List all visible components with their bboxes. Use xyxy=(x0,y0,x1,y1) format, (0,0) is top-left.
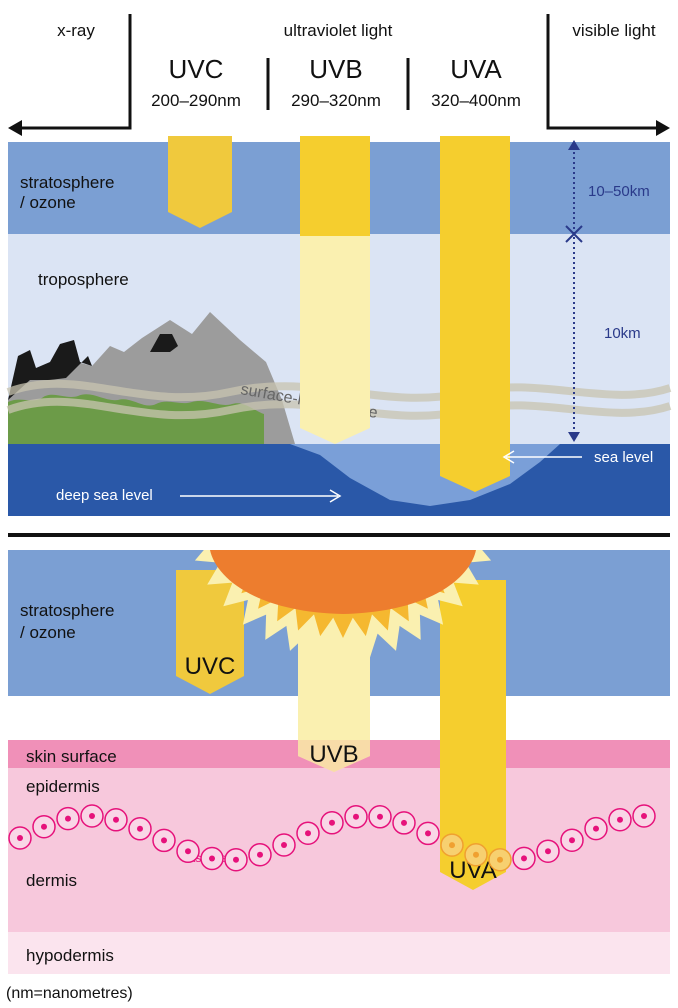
uva-band-range: 320–400nm xyxy=(431,91,521,110)
troposphere-height-label: 10km xyxy=(604,325,641,342)
basal-cell-nucleus xyxy=(65,815,71,822)
basal-cell-nucleus xyxy=(569,837,575,844)
spectrum-header: x-ray ultraviolet light visible light UV… xyxy=(8,14,670,136)
basal-cell-nucleus xyxy=(113,816,119,823)
ultraviolet-label: ultraviolet light xyxy=(284,21,393,40)
basal-cell-nucleus xyxy=(185,848,191,855)
deep-sea-label: deep sea level xyxy=(56,487,153,504)
visible-arrowhead xyxy=(656,120,670,136)
visible-light-label: visible light xyxy=(572,21,655,40)
uvb-band-name: UVB xyxy=(309,54,362,84)
skin-surface-label: skin surface xyxy=(26,747,117,766)
sun-core xyxy=(210,550,476,614)
uvc-beam-atmosphere xyxy=(168,136,232,228)
basal-cell-nucleus xyxy=(41,823,47,830)
xray-arrowhead xyxy=(8,120,22,136)
dermis-label: dermis xyxy=(26,871,77,890)
basal-cell-nucleus xyxy=(233,856,239,863)
epidermis-label: epidermis xyxy=(26,777,100,796)
basal-cell-nucleus xyxy=(281,842,287,848)
uva-band-name: UVA xyxy=(450,54,502,84)
basal-cell-nucleus xyxy=(473,851,479,858)
basal-cell-nucleus xyxy=(497,856,503,863)
vegetation xyxy=(8,394,264,444)
sun xyxy=(194,550,492,660)
xray-label: x-ray xyxy=(57,21,95,40)
basal-cell-nucleus xyxy=(425,830,431,837)
xray-bracket-arrow xyxy=(20,14,132,130)
basal-cell-nucleus xyxy=(89,813,95,819)
sea-level-label: sea level xyxy=(594,449,653,466)
basal-cell-nucleus xyxy=(137,825,143,832)
atmosphere-panel: surface-level ozone stratosphere / ozone… xyxy=(6,136,672,516)
uvc-band-name: UVC xyxy=(169,54,224,84)
uvb-skin-label: UVB xyxy=(309,741,358,768)
stratosphere-height-label: 10–50km xyxy=(588,183,650,200)
uvb-beam-top xyxy=(300,136,370,236)
basal-cell-nucleus xyxy=(593,825,599,832)
mountain-peaks-dark xyxy=(8,334,178,400)
basal-cell-nucleus xyxy=(329,819,335,826)
basal-cell-nucleus xyxy=(161,837,167,844)
uva-beam-atmosphere xyxy=(440,136,510,492)
footnote: (nm=nanometres) xyxy=(6,985,133,1002)
basal-cell-nucleus xyxy=(209,855,215,862)
basal-cell-nucleus xyxy=(377,813,383,820)
troposphere-label: troposphere xyxy=(38,270,129,289)
uvc-skin-label: UVC xyxy=(185,653,236,680)
hypodermis-layer xyxy=(8,932,670,974)
stratosphere-label-top: stratosphere xyxy=(20,173,115,192)
height-arrow-bottom xyxy=(568,432,580,442)
ozone-label-top: / ozone xyxy=(20,193,76,212)
uvb-beam-skin-tail xyxy=(298,740,370,772)
uvb-band-range: 290–320nm xyxy=(291,91,381,110)
uvc-band-range: 200–290nm xyxy=(151,91,241,110)
basal-cell-nucleus xyxy=(401,819,407,826)
basal-cell-nucleus xyxy=(521,855,527,862)
uva-beam-skin xyxy=(440,580,506,890)
hypodermis-label: hypodermis xyxy=(26,946,114,965)
basal-cell-nucleus xyxy=(17,835,23,841)
height-arrow-top xyxy=(568,140,580,150)
basal-cell-nucleus xyxy=(545,848,551,855)
basal-cell-nucleus xyxy=(617,816,623,823)
basal-cell-nucleus xyxy=(305,830,311,837)
basal-cell-chain xyxy=(8,804,656,872)
height-cross-marker xyxy=(565,225,583,243)
skin-panel: UVC UVB UVA stratosphere / ozone skin su… xyxy=(8,550,670,974)
visible-bracket-arrow xyxy=(546,14,658,130)
deep-sea-arrowhead xyxy=(329,489,342,503)
basal-cell-nucleus xyxy=(353,813,359,820)
sea-level-arrowhead xyxy=(502,450,515,464)
basal-cell-nucleus xyxy=(449,842,455,849)
stratosphere-label-bottom: stratosphere xyxy=(20,601,115,620)
basal-cell-nucleus xyxy=(641,813,647,819)
basal-cell-nucleus xyxy=(257,851,263,858)
ozone-label-bottom: / ozone xyxy=(20,623,76,642)
